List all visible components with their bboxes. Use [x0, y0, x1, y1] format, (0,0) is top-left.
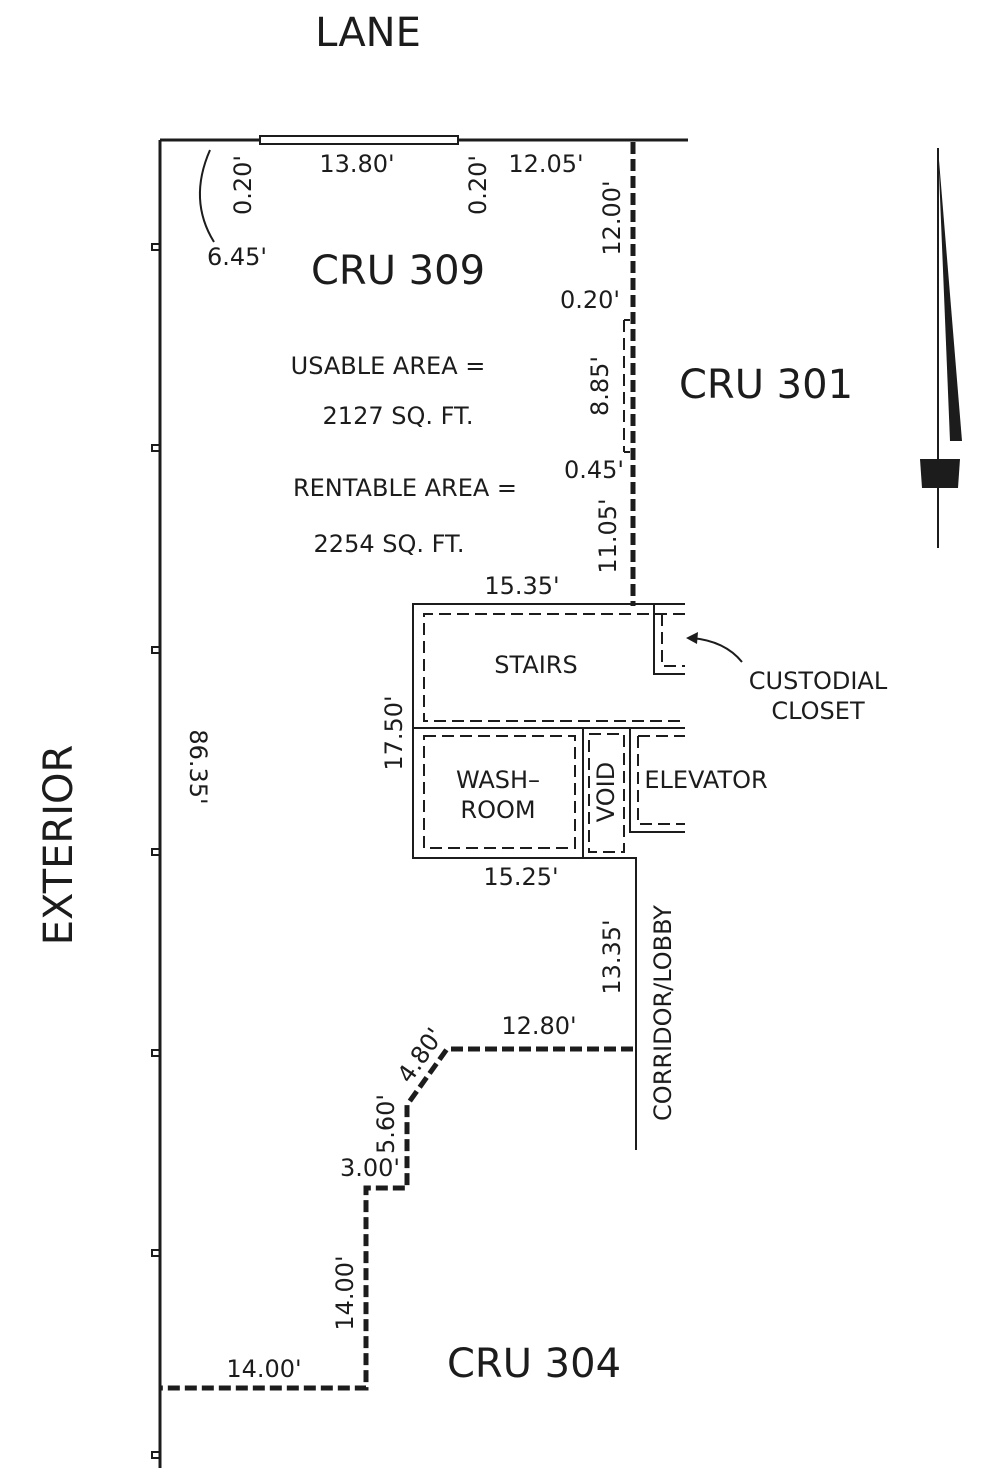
elevator-label: ELEVATOR: [644, 766, 767, 794]
custodial-closet-inner: [661, 614, 685, 667]
dim-0-20-c: 0.20': [560, 286, 620, 314]
leader-custodial: [691, 637, 743, 663]
custodial-closet-label-2: CLOSET: [771, 697, 865, 725]
washroom-label-2: ROOM: [460, 796, 535, 824]
east-wall-recess: [623, 319, 630, 453]
dim-5-60: 5.60': [372, 1094, 400, 1154]
lane-label: LANE: [315, 10, 421, 56]
dim-15-25: 15.25': [483, 863, 558, 891]
dim-13-35: 13.35': [598, 919, 626, 994]
dim-0-20-b: 0.20': [464, 155, 492, 215]
void-inner: [588, 733, 625, 853]
core-outline: [412, 603, 685, 1150]
dim-3-00: 3.00': [340, 1154, 400, 1182]
dim-0-45: 0.45': [564, 456, 624, 484]
dim-8-85: 8.85': [586, 356, 614, 416]
custodial-closet-wall: [653, 604, 685, 675]
void-label: VOID: [592, 762, 620, 822]
washroom-inner: [423, 735, 576, 849]
dim-14-00-horizontal: 14.00': [226, 1355, 301, 1383]
elevator-inner: [637, 735, 685, 825]
neighbor-cru-304: CRU 304: [447, 1341, 621, 1387]
leader-6-45: [198, 149, 215, 243]
north-window: [259, 135, 459, 145]
north-arrow-icon: [920, 148, 962, 548]
dim-14-00-vertical: 14.00': [331, 1255, 359, 1330]
dim-6-45: 6.45': [207, 243, 267, 271]
usable-area-value: 2127 SQ. FT.: [323, 402, 474, 430]
corridor-lobby-label: CORRIDOR/LOBBY: [649, 905, 677, 1121]
custodial-closet-label-1: CUSTODIAL: [749, 667, 888, 695]
dim-13-80: 13.80': [319, 150, 394, 178]
elevator-wall: [629, 728, 685, 833]
leader-arrowhead-icon: [686, 632, 698, 644]
rentable-area-label: RENTABLE AREA =: [293, 474, 517, 502]
dim-12-80: 12.80': [501, 1012, 576, 1040]
dim-11-05: 11.05': [594, 498, 622, 573]
exterior-label: EXTERIOR: [36, 745, 82, 946]
dim-15-35: 15.35': [484, 572, 559, 600]
dim-12-05: 12.05': [508, 150, 583, 178]
neighbor-cru-301: CRU 301: [679, 362, 853, 408]
unit-title: CRU 309: [311, 248, 485, 294]
south-demising-wall: [160, 1046, 633, 1391]
dim-86-35: 86.35': [184, 729, 212, 804]
west-wall-ticks: [151, 243, 160, 1459]
stairs-label: STAIRS: [494, 651, 577, 679]
dim-12-00: 12.00': [598, 180, 626, 255]
washroom-label-1: WASH–: [456, 766, 540, 794]
rentable-area-value: 2254 SQ. FT.: [314, 530, 465, 558]
dim-0-20-a: 0.20': [229, 155, 257, 215]
stairs-inner: [423, 613, 685, 722]
usable-area-label: USABLE AREA =: [291, 352, 486, 380]
dim-17-50: 17.50': [380, 695, 408, 770]
